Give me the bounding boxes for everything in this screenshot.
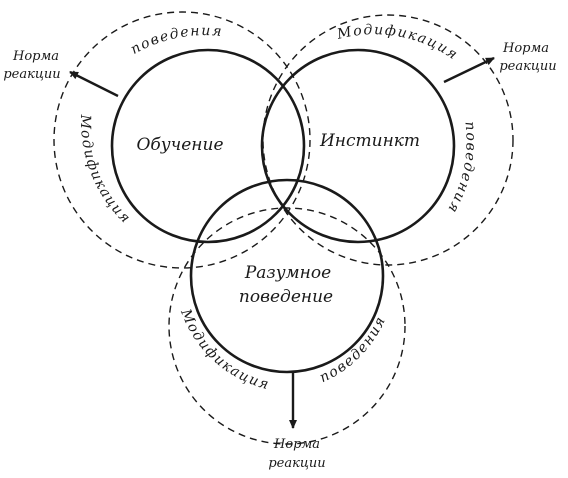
instinct-label: Инстинкт [319,131,420,151]
learning-norm-line2: реакции [3,67,60,82]
learning-arc-side-label: Модификация [77,114,134,228]
instinct-norm-line1: Норма [502,41,549,56]
instinct-norm-arrow [443,56,495,84]
reasoning-norm-line1: Норма [273,437,320,452]
learning-norm-line1: Норма [12,49,59,64]
instinct-circle [260,48,456,244]
instinct-norm-line2: реакции [499,59,556,74]
learning-circle [110,48,306,244]
reasoning-outer-circle [168,207,406,445]
reasoning-circle [189,178,385,374]
learning-label: Обучение [136,135,223,155]
reasoning-norm-line2: реакции [268,456,325,471]
reasoning-label-line2: поведение [239,287,333,307]
instinct-arc-side-label: поведения [444,121,479,217]
reasoning-label-line1: Разумное [244,263,331,283]
learning-outer-circle [53,11,311,269]
learning-arc-top-label: поведения [128,23,224,58]
reasoning-arc-right-label: поведения [317,313,389,386]
learning-norm-arrow [69,70,119,98]
